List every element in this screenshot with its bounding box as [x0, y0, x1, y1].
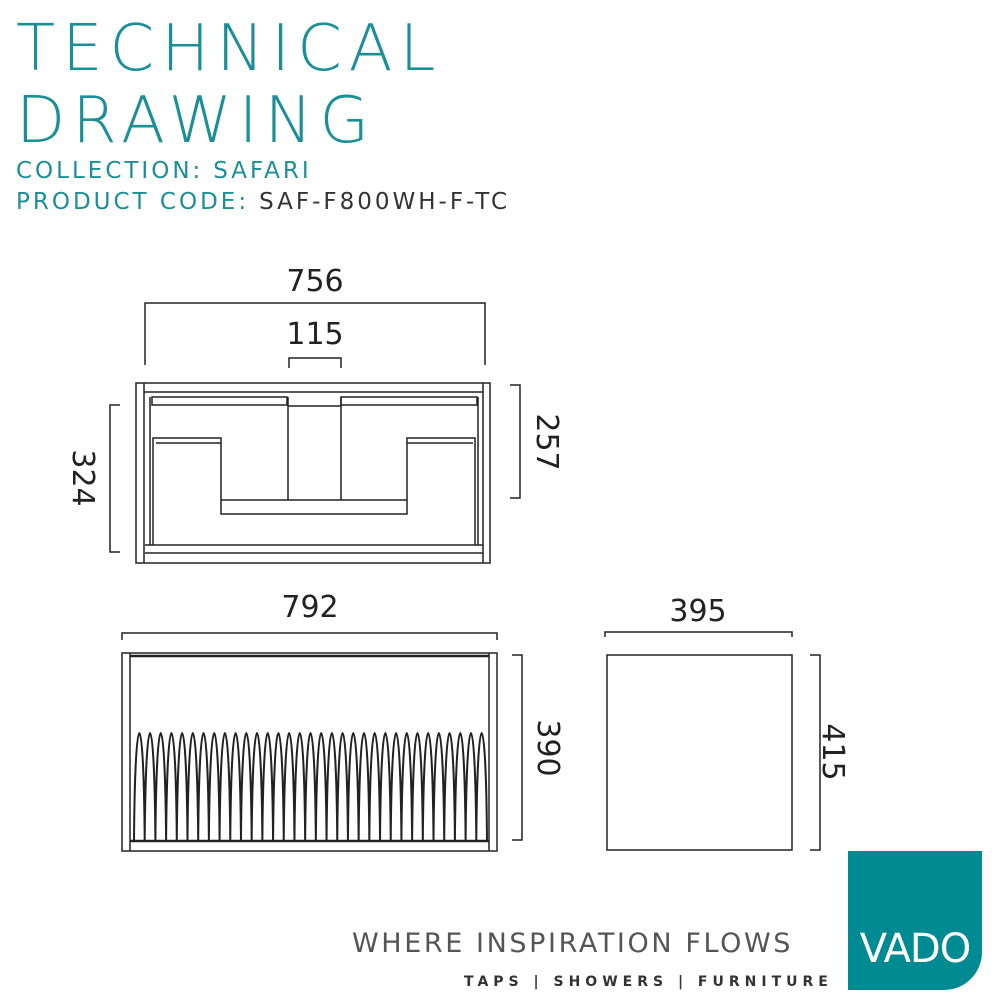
product-code-value: SAF-F800WH-F-TC: [259, 189, 511, 215]
vado-logo: VADO: [848, 851, 982, 990]
logo-text: VADO: [859, 926, 971, 972]
dimension-line-756: [144, 302, 486, 365]
product-code-line: PRODUCT CODE: SAF-F800WH-F-TC: [16, 191, 510, 214]
dimension-line-115: [288, 357, 342, 368]
dim-label-395: 395: [669, 594, 726, 629]
tagline: WHERE INSPIRATION FLOWS: [352, 928, 794, 959]
dim-label-792: 792: [281, 590, 338, 625]
product-categories: TAPS | SHOWERS | FURNITURE: [464, 974, 833, 990]
dimension-line-792: [121, 632, 498, 640]
dim-label-324: 324: [65, 449, 100, 506]
dimension-line-395: [604, 631, 793, 637]
title-line1: TECHNICAL: [16, 12, 443, 86]
dim-label-415: 415: [815, 723, 850, 780]
dimension-line-415: [810, 654, 821, 851]
side-view-cabinet: [606, 654, 793, 851]
title-line2: DRAWING: [16, 84, 377, 158]
dim-label-115: 115: [286, 317, 343, 352]
collection-label: COLLECTION:: [16, 158, 204, 184]
product-code-label: PRODUCT CODE:: [16, 189, 250, 215]
top-view-cabinet: [135, 382, 491, 564]
dim-label-390: 390: [530, 719, 565, 776]
collection-value: SAFARI: [213, 158, 312, 184]
dim-label-756: 756: [286, 264, 343, 299]
collection-line: COLLECTION: SAFARI: [16, 160, 312, 183]
dimension-line-257: [510, 384, 521, 499]
dimension-line-324: [109, 404, 120, 553]
dimension-line-390: [512, 654, 523, 841]
dim-label-257: 257: [529, 413, 564, 470]
front-view-cabinet: [121, 652, 498, 852]
